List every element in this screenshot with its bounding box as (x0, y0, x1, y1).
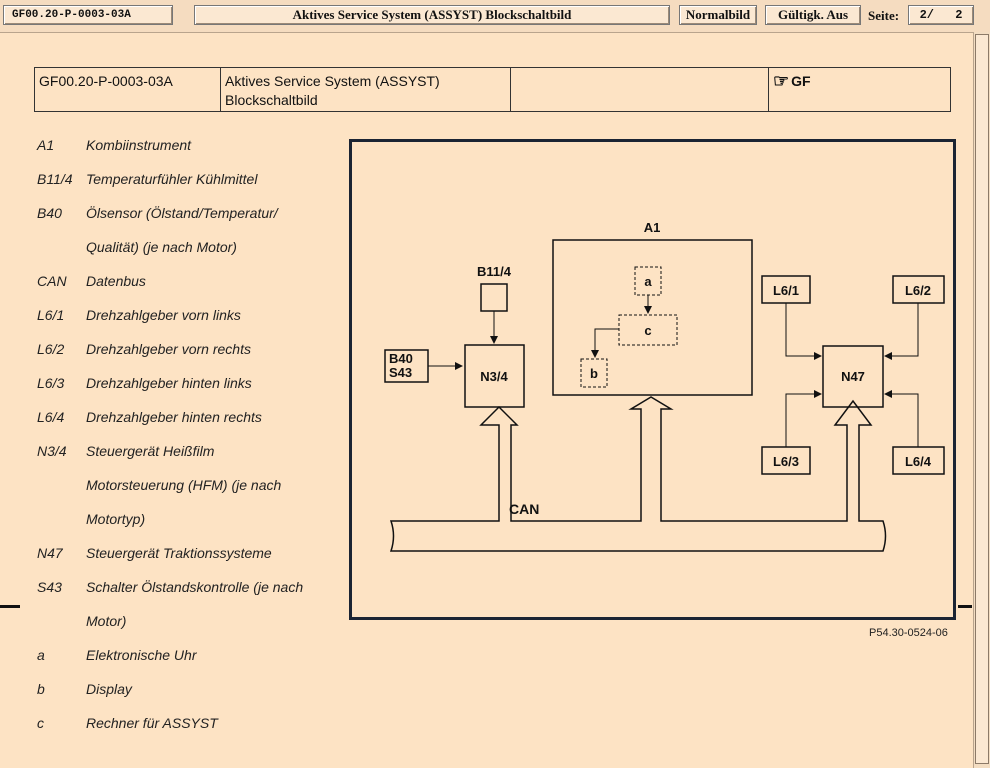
scrollbar-thumb[interactable] (975, 34, 989, 764)
legend-text: Kombiinstrument (86, 137, 192, 153)
legend-text: Schalter Ölstandskontrolle (je nach (86, 579, 304, 595)
legend-text: Steuergerät Heißfilm (86, 443, 215, 459)
legend-text: Display (86, 681, 132, 697)
block-diagram-svg: A1 a c b B11/4 B40 S43 N3/4 N47 L6/1 L6/… (349, 139, 956, 620)
label-b40: B40 (389, 351, 413, 366)
header-doc-id: GF00.20-P-0003-03A (35, 68, 221, 111)
normal-view-button[interactable]: Normalbild (679, 5, 757, 25)
legend-item: Motorsteuerung (HFM) (je nach (37, 474, 337, 508)
header-title-line2: Blockschaltbild (225, 92, 318, 108)
n3-4-box (464, 344, 525, 408)
diagram-frame (349, 139, 956, 620)
legend-code: L6/3 (37, 375, 65, 391)
legend-text: Temperaturfühler Kühlmittel (86, 171, 258, 187)
legend-text: Motor) (86, 613, 127, 629)
legend-code: CAN (37, 273, 67, 289)
legend-item: L6/3 Drehzahlgeber hinten links (37, 372, 337, 406)
toolbar: GF00.20-P-0003-03A Aktives Service Syste… (0, 0, 990, 33)
b-box (580, 358, 608, 388)
legend-item: L6/2 Drehzahlgeber vorn rechts (37, 338, 337, 372)
validity-off-button[interactable]: Gültigk. Aus (765, 5, 861, 25)
legend-item: N47 Steuergerät Traktionssysteme (37, 542, 337, 576)
legend-code: c (37, 715, 44, 731)
page-indicator: 2/ 2 (908, 5, 974, 25)
legend-item: A1 Kombiinstrument (37, 134, 337, 168)
legend-item: B11/4 Temperaturfühler Kühlmittel (37, 168, 337, 202)
label-a1: A1 (644, 220, 661, 235)
label-n3-4: N3/4 (480, 369, 508, 384)
label-a: a (644, 274, 652, 289)
legend-text: Drehzahlgeber hinten links (86, 375, 252, 391)
right-edge-mark (958, 605, 972, 608)
header-group: ☞ GF (769, 68, 950, 111)
legend-text: Drehzahlgeber vorn links (86, 307, 241, 323)
legend-text: Ölsensor (Ölstand/Temperatur/ (86, 205, 278, 221)
legend-item: L6/1 Drehzahlgeber vorn links (37, 304, 337, 338)
label-b: b (590, 366, 598, 381)
legend-text: Motorsteuerung (HFM) (je nach (86, 477, 282, 493)
vertical-scrollbar[interactable] (973, 32, 990, 768)
legend-code: N47 (37, 545, 63, 561)
pointing-hand-icon: ☞ (773, 71, 790, 91)
header-empty-cell (511, 68, 769, 111)
legend-code: L6/1 (37, 307, 65, 323)
legend-text: Qualität) (je nach Motor) (86, 239, 237, 255)
label-l6-2: L6/2 (905, 283, 931, 298)
label-l6-4: L6/4 (905, 454, 932, 469)
header-title: Aktives Service System (ASSYST) Blocksch… (221, 68, 511, 111)
legend-item: a Elektronische Uhr (37, 644, 337, 678)
legend-item: c Rechner für ASSYST (37, 712, 337, 746)
label-can: CAN (509, 501, 539, 517)
legend-item: Qualität) (je nach Motor) (37, 236, 337, 270)
label-l6-3: L6/3 (773, 454, 799, 469)
legend-item: S43 Schalter Ölstandskontrolle (je nach (37, 576, 337, 610)
legend-text: Drehzahlgeber vorn rechts (86, 341, 251, 357)
document-title-field: Aktives Service System (ASSYST) Blocksch… (194, 5, 670, 25)
legend-item: Motor) (37, 610, 337, 644)
n47-box (822, 345, 884, 408)
legend-text: Drehzahlgeber hinten rechts (86, 409, 262, 425)
legend-code: L6/4 (37, 409, 65, 425)
document-id-field: GF00.20-P-0003-03A (3, 5, 173, 25)
legend-item: CAN Datenbus (37, 270, 337, 304)
legend-code: b (37, 681, 45, 697)
b11-4-box (480, 283, 508, 312)
header-title-line1: Aktives Service System (ASSYST) (225, 73, 440, 89)
label-c: c (644, 323, 651, 338)
can-bus (389, 396, 887, 552)
legend-item: L6/4 Drehzahlgeber hinten rechts (37, 406, 337, 440)
page-current: 2/ (919, 8, 934, 22)
label-l6-1: L6/1 (773, 283, 799, 298)
label-b11-4: B11/4 (477, 264, 512, 279)
c-box (618, 314, 678, 346)
legend-text: Elektronische Uhr (86, 647, 197, 663)
left-edge-mark (0, 605, 20, 608)
legend-text: Datenbus (86, 273, 146, 289)
block-diagram: A1 a c b B11/4 B40 S43 N3/4 N47 L6/1 L6/… (349, 139, 956, 620)
legend-text: Motortyp) (86, 511, 146, 527)
legend-code: a (37, 647, 45, 663)
legend-item: Motortyp) (37, 508, 337, 542)
label-n47: N47 (841, 369, 865, 384)
legend-item: b Display (37, 678, 337, 712)
document-header-table: GF00.20-P-0003-03A Aktives Service Syste… (34, 67, 951, 112)
legend-text: Steuergerät Traktionssysteme (86, 545, 272, 561)
legend-code: N3/4 (37, 443, 67, 459)
page-label: Seite: (868, 8, 900, 23)
legend-code: B40 (37, 205, 62, 221)
legend-text: Rechner für ASSYST (86, 715, 218, 731)
legend-code: A1 (37, 137, 55, 153)
legend-item: N3/4 Steuergerät Heißfilm (37, 440, 337, 474)
a1-box (552, 239, 753, 396)
legend-code: L6/2 (37, 341, 65, 357)
legend-code: S43 (37, 579, 62, 595)
figure-credit: P54.30-0524-06 (869, 627, 948, 639)
label-s43: S43 (389, 365, 412, 380)
legend-item: B40 Ölsensor (Ölstand/Temperatur/ (37, 202, 337, 236)
header-group-label: GF (791, 73, 811, 89)
page-total: 2 (955, 8, 963, 22)
legend-code: B11/4 (37, 171, 73, 187)
